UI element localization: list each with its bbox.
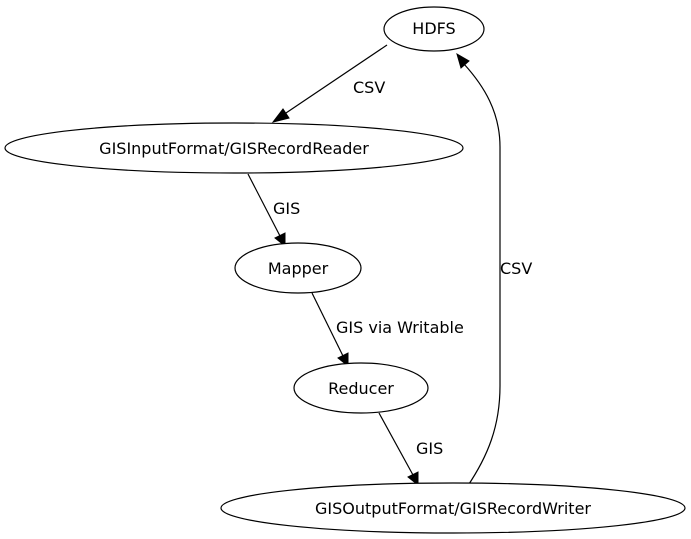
- node-input-format: GISInputFormat/GISRecordReader: [4, 122, 464, 174]
- node-label-output-format: GISOutputFormat/GISRecordWriter: [315, 499, 591, 518]
- edge-mapper-to-reducer: GIS via Writable: [311, 292, 464, 368]
- edge-output-format-to-hdfs: CSV: [456, 52, 532, 488]
- edge-hdfs-to-input-format: CSV: [271, 44, 388, 123]
- node-reducer: Reducer: [293, 362, 429, 414]
- edge-label-gis-1: GIS: [273, 199, 300, 218]
- edge-label-gis-2: GIS: [416, 439, 443, 458]
- node-label-input-format: GISInputFormat/GISRecordReader: [99, 139, 369, 158]
- node-label-mapper: Mapper: [268, 259, 329, 278]
- edge-label-gis-via-writable: GIS via Writable: [336, 318, 464, 337]
- node-label-reducer: Reducer: [328, 379, 394, 398]
- node-hdfs: HDFS: [383, 6, 485, 52]
- node-mapper: Mapper: [234, 242, 362, 294]
- edge-label-csv-out: CSV: [500, 259, 532, 278]
- edge-label-csv-in: CSV: [353, 78, 385, 97]
- node-label-hdfs: HDFS: [412, 19, 455, 38]
- edge-input-format-to-mapper: GIS: [247, 173, 300, 248]
- node-output-format: GISOutputFormat/GISRecordWriter: [220, 482, 686, 534]
- edge-reducer-to-output-format: GIS: [378, 412, 443, 487]
